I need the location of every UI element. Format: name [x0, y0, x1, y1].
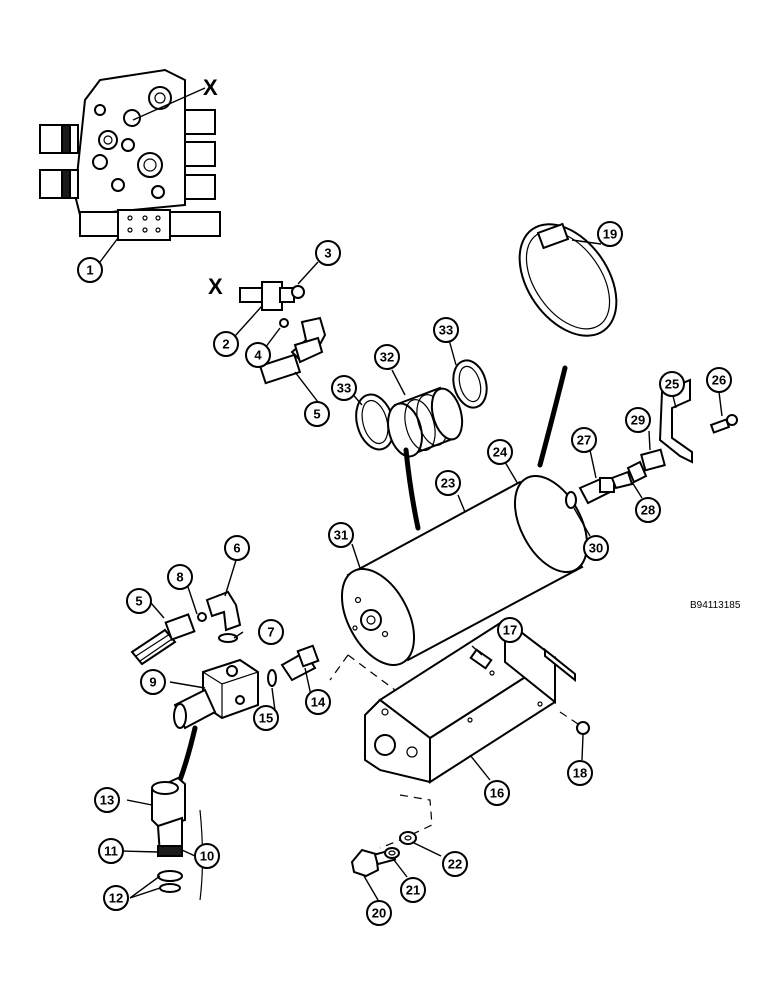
callout-14: 14	[305, 689, 331, 715]
callout-18: 18	[567, 760, 593, 786]
svg-text:18: 18	[573, 766, 587, 781]
callout-32: 32	[374, 344, 400, 370]
svg-text:33: 33	[337, 381, 351, 396]
callout-12: 12	[103, 885, 129, 911]
port-marker-x-valve: X	[203, 75, 218, 100]
callout-27: 27	[571, 427, 597, 453]
svg-text:27: 27	[577, 433, 591, 448]
assembly-arrow-solenoid	[177, 725, 198, 783]
callout-13: 13	[94, 787, 120, 813]
assembly-arrow-sleeve	[403, 447, 421, 531]
callout-5-upper: 5	[304, 401, 330, 427]
callout-5-lower: 5	[126, 588, 152, 614]
svg-text:5: 5	[313, 407, 320, 422]
svg-text:12: 12	[109, 891, 123, 906]
svg-text:8: 8	[176, 570, 183, 585]
svg-text:4: 4	[254, 348, 262, 363]
callout-29: 29	[625, 407, 651, 433]
callout-22: 22	[442, 851, 468, 877]
sleeve-and-seals	[355, 359, 488, 458]
svg-text:16: 16	[490, 786, 504, 801]
callout-7: 7	[258, 619, 284, 645]
callout-31: 31	[328, 522, 354, 548]
svg-text:19: 19	[603, 227, 617, 242]
callout-3: 3	[315, 240, 341, 266]
callout-20: 20	[366, 900, 392, 926]
callout-6: 6	[224, 535, 250, 561]
svg-text:22: 22	[448, 857, 462, 872]
callout-17: 17	[497, 617, 523, 643]
svg-text:14: 14	[311, 695, 326, 710]
port-marker-x-fitting: X	[208, 274, 223, 299]
lower-fittings	[130, 590, 320, 687]
callout-21: 21	[400, 877, 426, 903]
svg-text:28: 28	[641, 503, 655, 518]
svg-text:30: 30	[589, 541, 603, 556]
callout-10: 10	[194, 843, 220, 869]
callout-33-left: 33	[331, 375, 357, 401]
svg-text:32: 32	[380, 350, 394, 365]
svg-text:3: 3	[324, 246, 331, 261]
svg-text:2: 2	[222, 337, 229, 352]
svg-text:25: 25	[665, 377, 679, 392]
callout-15: 15	[253, 705, 279, 731]
assembly-arrow-clamp	[537, 365, 568, 468]
svg-text:21: 21	[406, 883, 420, 898]
figure-reference-code: B94113185	[690, 600, 741, 611]
callout-30: 30	[583, 535, 609, 561]
svg-text:15: 15	[259, 711, 273, 726]
callout-33-right: 33	[433, 317, 459, 343]
callout-8: 8	[167, 564, 193, 590]
callout-2: 2	[213, 331, 239, 357]
svg-text:24: 24	[493, 445, 508, 460]
callout-1: 1	[77, 257, 103, 283]
svg-text:33: 33	[439, 323, 453, 338]
callout-11: 11	[98, 838, 124, 864]
callout-28: 28	[635, 497, 661, 523]
svg-text:29: 29	[631, 413, 645, 428]
tee-fitting-assembly	[239, 281, 327, 385]
svg-text:23: 23	[441, 476, 455, 491]
svg-text:5: 5	[135, 594, 142, 609]
svg-text:10: 10	[200, 849, 214, 864]
svg-text:1: 1	[86, 263, 93, 278]
callout-19: 19	[597, 221, 623, 247]
callout-26: 26	[706, 367, 732, 393]
svg-text:17: 17	[503, 623, 517, 638]
accumulator-cylinder	[340, 474, 589, 667]
valve-block	[173, 658, 259, 730]
svg-text:11: 11	[104, 844, 118, 859]
svg-text:7: 7	[267, 625, 274, 640]
callout-16: 16	[484, 780, 510, 806]
hose-clamp	[518, 222, 618, 337]
callout-24: 24	[487, 439, 513, 465]
svg-text:9: 9	[149, 675, 156, 690]
callout-9: 9	[140, 669, 166, 695]
svg-text:31: 31	[334, 528, 348, 543]
svg-text:26: 26	[712, 373, 726, 388]
svg-text:20: 20	[372, 906, 386, 921]
bolt-washers	[350, 831, 417, 878]
callout-23: 23	[435, 470, 461, 496]
svg-text:6: 6	[233, 541, 240, 556]
callout-25: 25	[659, 371, 685, 397]
control-valve-assembly	[39, 68, 221, 241]
solenoid-cartridge	[151, 776, 204, 901]
callout-4: 4	[245, 342, 271, 368]
svg-text:13: 13	[100, 793, 114, 808]
